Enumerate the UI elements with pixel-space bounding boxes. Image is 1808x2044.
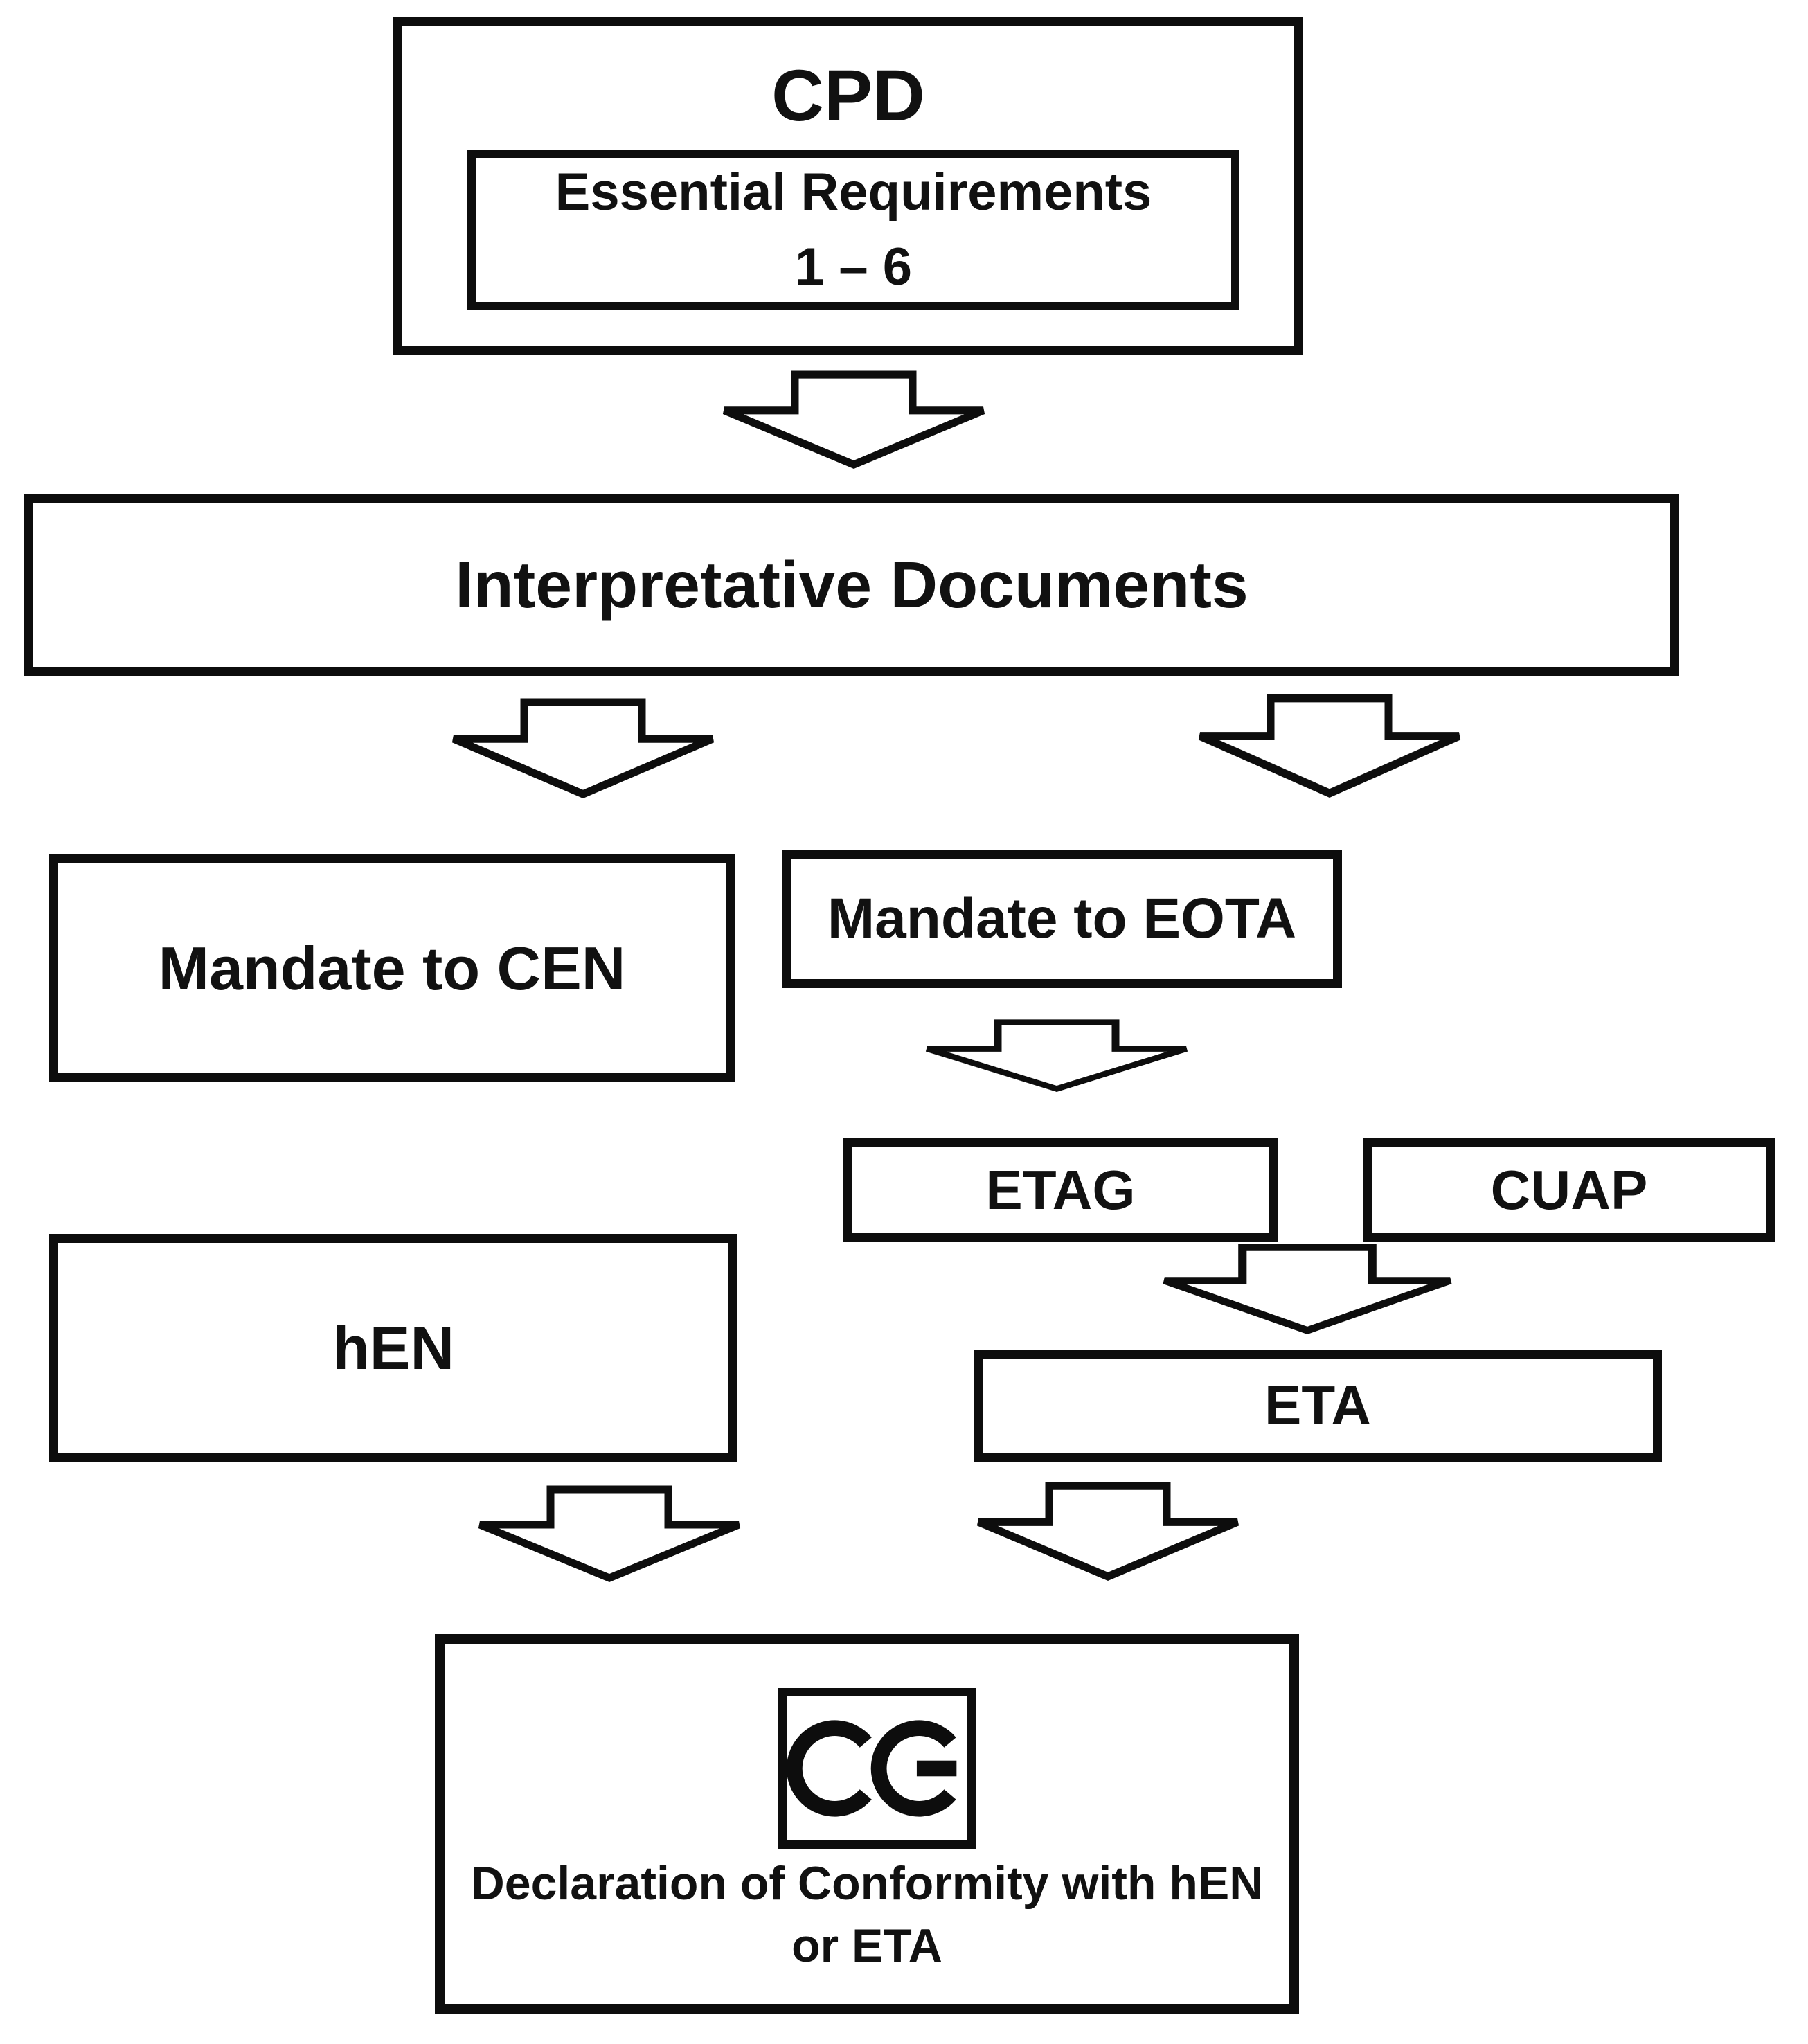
essential-requirements-line2: 1 – 6 [794,237,913,296]
mandate-to-cen-label: Mandate to CEN [158,933,626,1003]
down-arrow-icon [1198,694,1461,798]
interpretative-documents-label: Interpretative Documents [455,548,1248,622]
ce-mark-icon [778,1688,976,1849]
cpd-label: CPD [771,55,925,136]
declaration-line1: Declaration of Conformity with hEN [470,1857,1264,1910]
down-arrow-icon [925,1019,1188,1092]
node-cuap: CUAP [1363,1138,1775,1242]
down-arrow-icon [1163,1244,1452,1334]
node-interpretative-documents: Interpretative Documents [24,494,1679,676]
mandate-to-eota-label: Mandate to EOTA [827,887,1297,950]
node-declaration-of-conformity: Declaration of Conformity with hEN or ET… [435,1634,1299,2014]
down-arrow-icon [722,370,985,469]
node-etag: ETAG [843,1138,1278,1242]
cuap-label: CUAP [1490,1159,1648,1221]
etag-label: ETAG [985,1159,1136,1221]
down-arrow-icon [451,698,715,798]
hen-label: hEN [332,1313,454,1382]
essential-requirements-line1: Essential Requirements [555,163,1152,222]
down-arrow-icon [478,1485,741,1582]
node-eta: ETA [974,1350,1662,1462]
eta-label: ETA [1264,1374,1372,1436]
declaration-label: Declaration of Conformity with hEN or ET… [445,1853,1289,1978]
node-hen: hEN [49,1234,737,1462]
down-arrow-icon [976,1482,1239,1581]
node-essential-requirements: Essential Requirements 1 – 6 [467,150,1239,310]
node-mandate-to-cen: Mandate to CEN [49,854,735,1082]
node-mandate-to-eota: Mandate to EOTA [782,850,1342,988]
node-cpd: CPD Essential Requirements 1 – 6 [393,17,1303,355]
declaration-line2: or ETA [791,1919,942,1972]
